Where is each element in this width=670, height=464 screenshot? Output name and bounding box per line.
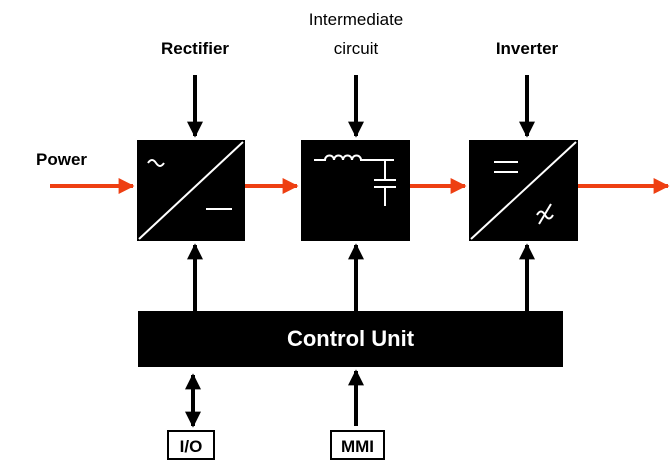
io-box: I/O <box>167 430 215 460</box>
control-unit-label: Control Unit <box>286 326 415 351</box>
intermediate-label-line1: Intermediate <box>308 10 404 29</box>
intermediate-circuit-block <box>301 140 410 241</box>
control-unit-block <box>138 311 563 367</box>
rectifier-label: Rectifier <box>160 39 230 58</box>
rectifier-block <box>137 140 245 241</box>
inverter-label: Inverter <box>495 39 559 58</box>
power-label: Power <box>36 150 88 169</box>
intermediate-label-line2: circuit <box>333 39 379 58</box>
inverter-block <box>469 140 578 241</box>
mmi-box: MMI <box>330 430 385 460</box>
